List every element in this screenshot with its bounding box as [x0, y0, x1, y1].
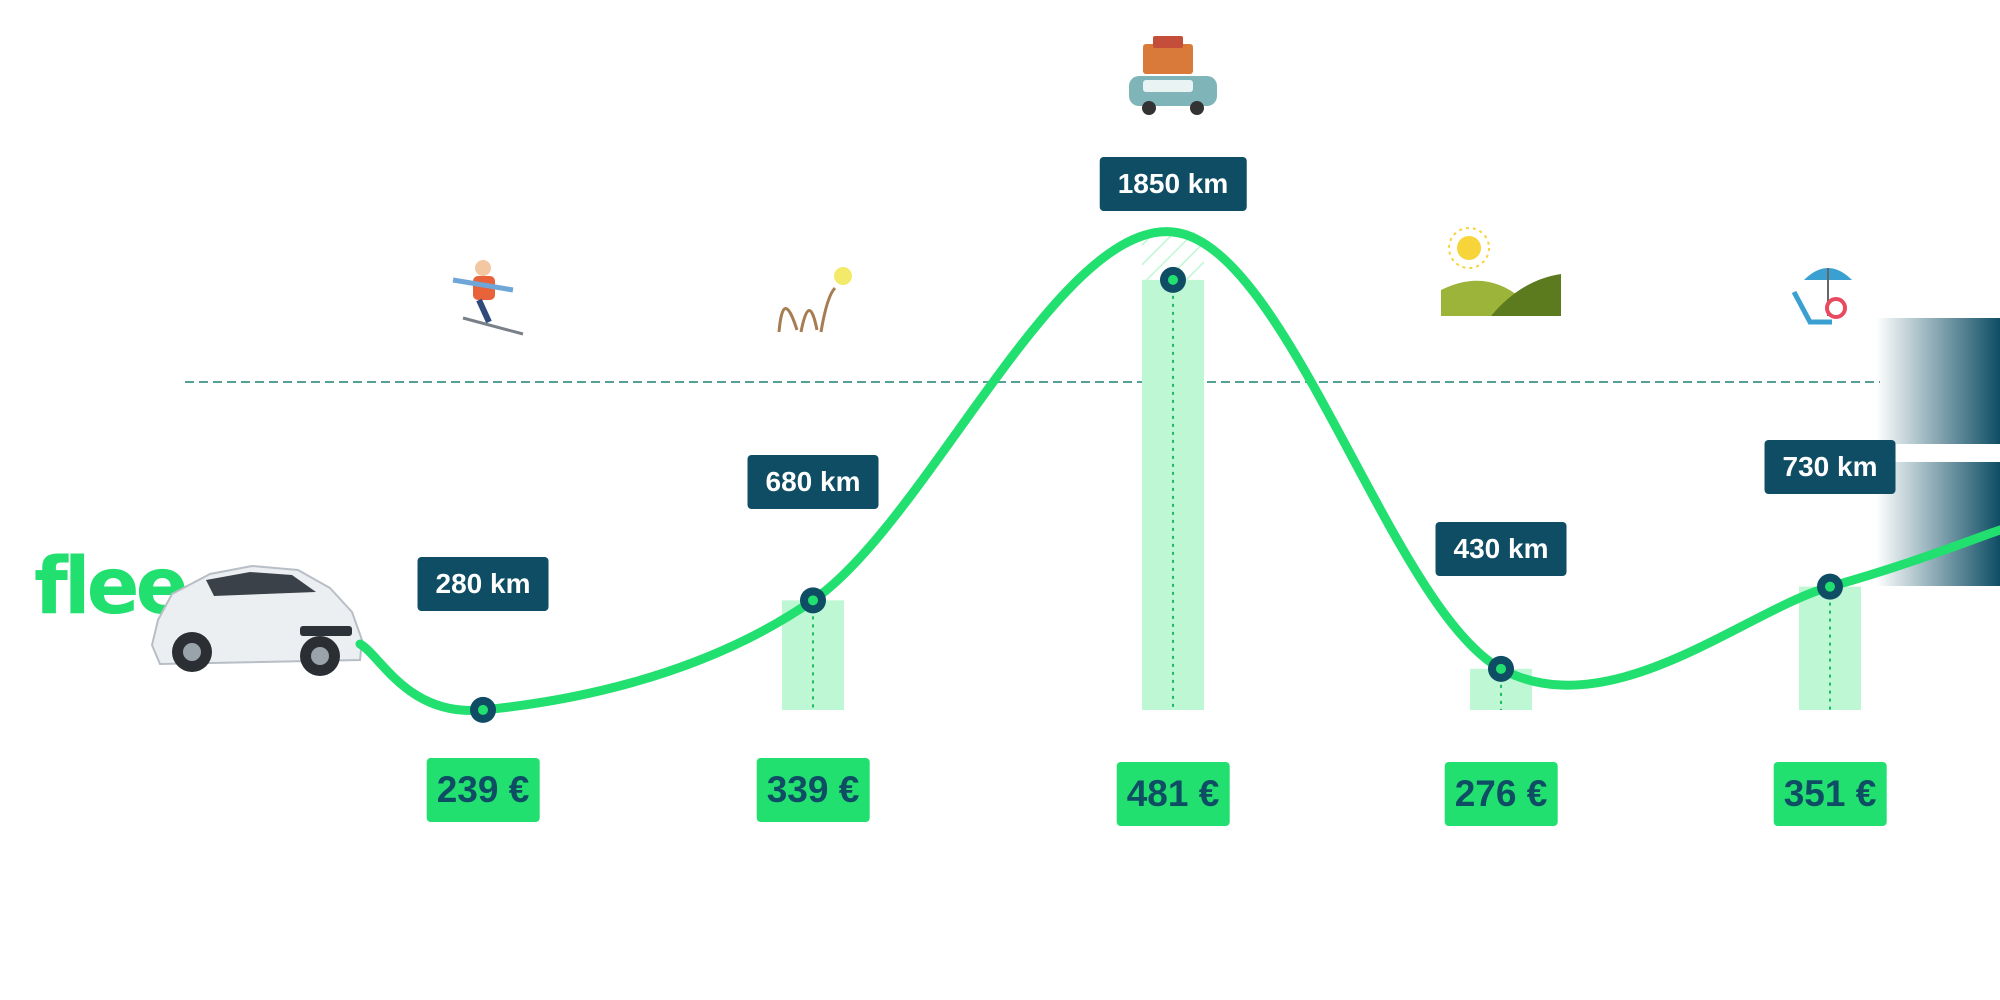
data-point [1817, 573, 1843, 600]
skier-icon [452, 260, 524, 336]
price-label: 276 € [1444, 762, 1558, 826]
distance-label: 730 km [1764, 440, 1896, 494]
autumn-grass-icon [777, 267, 852, 333]
price-label: 481 € [1116, 762, 1230, 826]
road-trip-car-icon [1129, 36, 1217, 115]
bar [1799, 586, 1861, 710]
price-label: 351 € [1773, 762, 1887, 826]
distance-label: 680 km [747, 455, 879, 509]
car-image [150, 564, 364, 676]
data-point [1160, 266, 1186, 293]
data-point [800, 587, 826, 614]
beach-chair-icon [1791, 268, 1852, 325]
sunny-hills-icon [1441, 227, 1561, 316]
distance-label: 430 km [1435, 522, 1567, 576]
distance-line [355, 227, 2000, 715]
right-fade-bar-top [1876, 318, 2000, 444]
bar [1142, 279, 1204, 710]
distance-label: 1850 km [1099, 157, 1247, 211]
price-label: 239 € [426, 758, 540, 822]
price-label: 339 € [756, 758, 870, 822]
data-point [1488, 655, 1514, 682]
distance-label: 280 km [417, 557, 549, 611]
data-point [470, 696, 496, 723]
